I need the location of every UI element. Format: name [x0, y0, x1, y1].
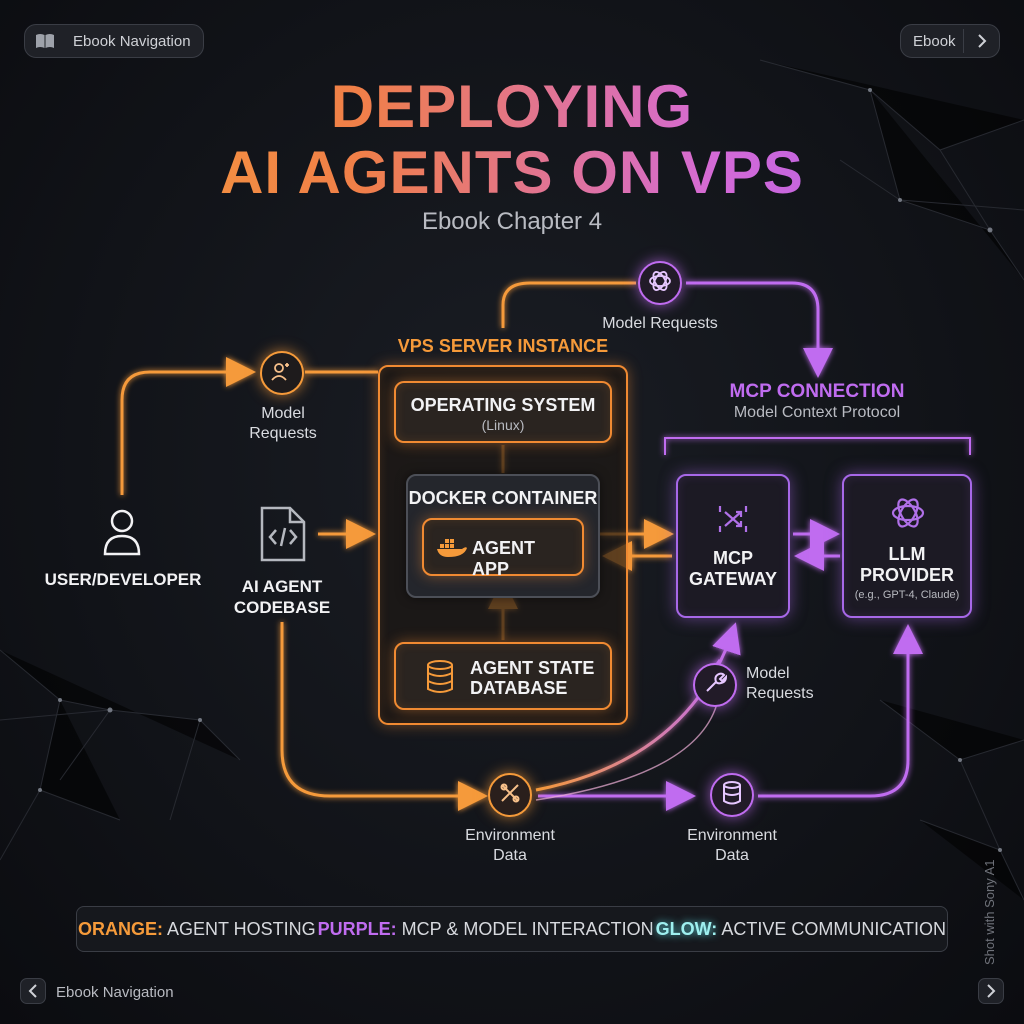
- users-icon: [270, 360, 294, 387]
- docker-title: DOCKER CONTAINER: [408, 488, 598, 508]
- os-subtitle: (Linux): [481, 417, 525, 433]
- title-line-2: AI AGENTS ON VPS: [0, 140, 1024, 206]
- shuffle-icon: [716, 502, 750, 541]
- chevron-right-icon: [986, 984, 996, 998]
- subtitle: Ebook Chapter 4: [421, 208, 603, 235]
- legend-glow: GLOW: ACTIVE COMMUNICATION: [655, 918, 946, 939]
- ebook-navigation-label: Ebook Navigation: [73, 32, 191, 50]
- database-icon: [722, 780, 742, 810]
- environment-data-left-node: [488, 773, 532, 817]
- ebook-label: Ebook: [913, 32, 956, 50]
- vps-heading: VPS SERVER INSTANCE: [397, 336, 609, 356]
- legend-purple: PURPLE: MCP & MODEL INTERACTION: [317, 918, 654, 939]
- database-icon: [426, 660, 454, 699]
- operating-system-box: OPERATING SYSTEM (Linux): [394, 381, 612, 443]
- ebook-navigation-bottom-label: Ebook Navigation: [56, 984, 174, 1001]
- chevron-right-icon: [977, 34, 987, 52]
- mcp-heading: MCP CONNECTION: [729, 381, 905, 402]
- user-developer-label: USER/DEVELOPER: [44, 570, 202, 589]
- next-button[interactable]: [978, 978, 1004, 1004]
- legend-orange: ORANGE: AGENT HOSTING: [77, 918, 316, 939]
- agent-app-box[interactable]: AGENT APP: [422, 518, 584, 579]
- ebook-next-button[interactable]: Ebook: [900, 24, 1000, 58]
- ebook-navigation-top[interactable]: Ebook Navigation: [24, 24, 204, 58]
- model-requests-top-node: [638, 261, 682, 305]
- docker-whale-icon: [436, 538, 468, 563]
- wrench-icon: [703, 671, 728, 700]
- code-file-icon: [258, 504, 308, 569]
- model-requests-top-label: Model Requests: [602, 315, 718, 332]
- model-requests-right-node: [693, 663, 737, 707]
- prev-button[interactable]: [20, 978, 46, 1004]
- legend: ORANGE: AGENT HOSTING PURPLE: MCP & MODE…: [76, 906, 948, 952]
- user-icon: [102, 508, 142, 561]
- title-line-1: DEPLOYING: [0, 74, 1024, 140]
- tools-icon: [498, 781, 522, 810]
- agent-app-label: AGENT APP: [472, 538, 535, 579]
- environment-data-right-node: [710, 773, 754, 817]
- model-requests-left-node: [260, 351, 304, 395]
- book-icon: [35, 33, 61, 49]
- mcp-subheading: Model Context Protocol: [733, 404, 901, 421]
- openai-icon: [889, 494, 927, 537]
- chevron-left-icon: [28, 984, 38, 998]
- llm-note: (e.g., GPT-4, Claude): [854, 589, 960, 601]
- os-title: OPERATING SYSTEM: [410, 395, 596, 415]
- watermark: Shot with Sony A1: [982, 859, 997, 965]
- openai-icon: [647, 268, 673, 299]
